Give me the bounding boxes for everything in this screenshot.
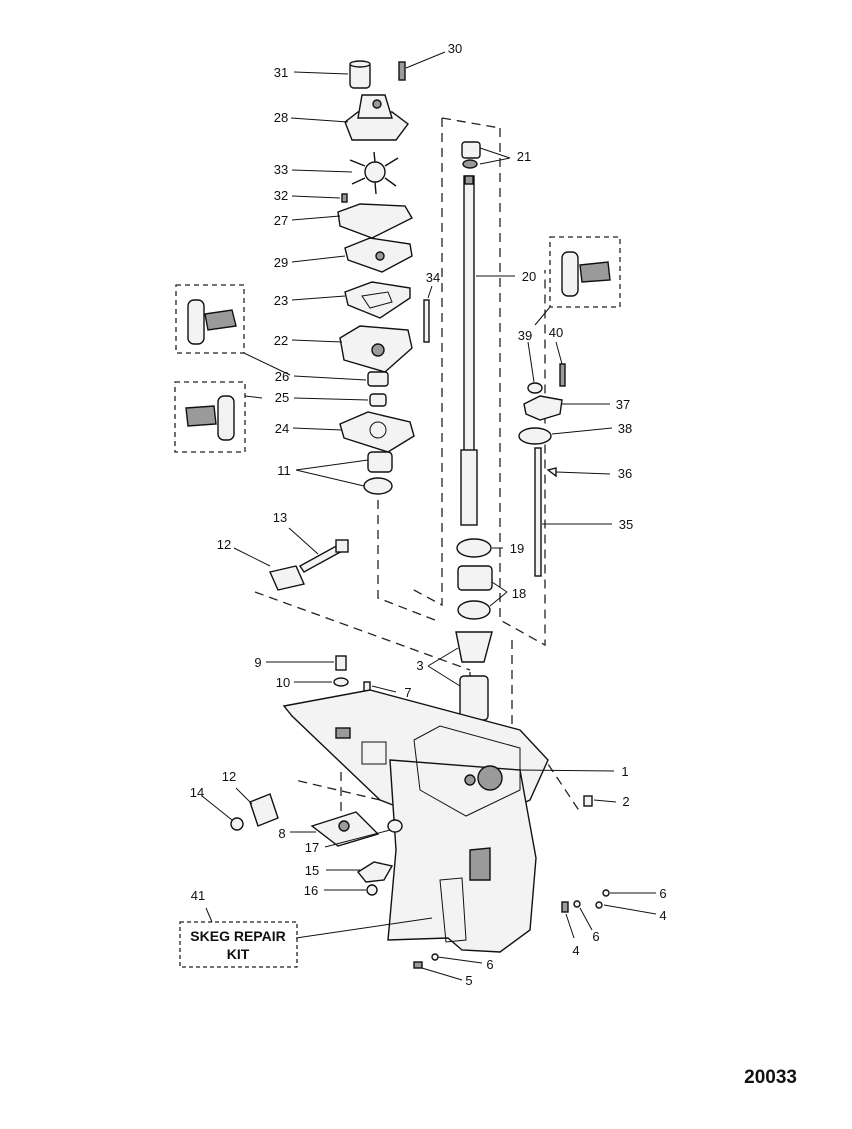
callout-1: 1: [621, 764, 628, 779]
part-12-anode-bottom: [249, 793, 279, 827]
figure-number: 20033: [744, 1067, 797, 1088]
part-32-key: [341, 193, 348, 203]
alignment-lines: [254, 117, 581, 822]
callout-8: 8: [278, 826, 285, 841]
part-36-clip: [546, 467, 557, 478]
callout-12-top: 12: [217, 537, 231, 552]
part-11-bearings: [363, 451, 393, 495]
part-22-base: [339, 325, 413, 373]
part-2-screw: [583, 795, 593, 807]
part-18-bearing: [457, 565, 493, 620]
callout-32: 32: [274, 188, 288, 203]
callout-29: 29: [274, 255, 288, 270]
gear-housing: [282, 689, 549, 953]
part-13-bolt: [298, 539, 349, 573]
skeg-repair-kit-box: SKEG REPAIR KIT: [179, 921, 298, 968]
part-9-screw: [335, 655, 347, 671]
small-fasteners: [413, 889, 610, 969]
callout-11: 11: [277, 463, 291, 478]
callout-12-bottom: 12: [222, 769, 236, 784]
part-15-cap: [356, 861, 394, 883]
callout-14: 14: [190, 785, 204, 800]
callout-30: 30: [448, 41, 462, 56]
part-34-screw: [423, 299, 430, 343]
callout-labels: 31 30 28 21 33 32 27 29 20 23 34 22 39 4…: [190, 41, 667, 988]
callout-37: 37: [616, 397, 630, 412]
callout-23: 23: [274, 293, 288, 308]
callout-38: 38: [618, 421, 632, 436]
callout-39: 39: [518, 328, 532, 343]
callout-22: 22: [274, 333, 288, 348]
callout-6-c: 6: [486, 957, 493, 972]
part-26-seal: [367, 371, 389, 387]
part-17-plug: [387, 819, 403, 833]
part-30-screw: [398, 61, 406, 81]
part-29-plate: [344, 237, 413, 273]
part-35-shift-shaft: [534, 447, 542, 577]
part-38-o-ring: [518, 427, 552, 445]
callout-26: 26: [275, 369, 289, 384]
callout-17: 17: [305, 840, 319, 855]
callout-33: 33: [274, 162, 288, 177]
part-37-bracket: [523, 395, 563, 421]
inset-box-right: [549, 236, 621, 308]
callout-10: 10: [276, 675, 290, 690]
callout-24: 24: [275, 421, 289, 436]
callout-27: 27: [274, 213, 288, 228]
callout-5: 5: [465, 973, 472, 988]
part-19-ring: [456, 538, 492, 558]
kit-box-line1: SKEG REPAIR: [190, 928, 285, 944]
callout-6-a: 6: [659, 886, 666, 901]
part-10-washer: [333, 677, 349, 687]
part-25-seal: [369, 393, 387, 407]
callout-16: 16: [304, 883, 318, 898]
callout-21: 21: [517, 149, 531, 164]
callout-35: 35: [619, 517, 633, 532]
callout-9: 9: [254, 655, 261, 670]
part-16-washer: [366, 884, 378, 896]
callout-6-b: 6: [592, 929, 599, 944]
callout-41: 41: [191, 888, 205, 903]
leader-lines: [201, 51, 657, 981]
callout-40: 40: [549, 325, 563, 340]
callout-2: 2: [622, 794, 629, 809]
inset-leader-25: [244, 395, 263, 399]
callout-18: 18: [512, 586, 526, 601]
callout-31: 31: [274, 65, 288, 80]
callout-36: 36: [618, 466, 632, 481]
part-39-bushing: [527, 382, 543, 394]
callout-4-a: 4: [659, 908, 666, 923]
callout-25: 25: [275, 390, 289, 405]
part-14-nut: [230, 817, 244, 831]
callout-20: 20: [522, 269, 536, 284]
inset-leader-39: [534, 306, 551, 326]
inset-box-left-bottom: [174, 381, 246, 453]
inset-leader-26: [243, 352, 291, 376]
callout-3: 3: [416, 658, 423, 673]
part-24-gasket: [339, 411, 415, 453]
part-28-pump-housing: [344, 94, 409, 141]
kit-box-line2: KIT: [227, 946, 250, 962]
callout-4-b: 4: [572, 943, 579, 958]
part-31-tube: [349, 60, 371, 89]
part-12-anode-top: [269, 565, 305, 591]
part-27-gasket: [337, 203, 413, 239]
part-33-impeller: [349, 151, 399, 195]
callout-15: 15: [305, 863, 319, 878]
callout-34: 34: [426, 270, 440, 285]
part-20-drive-shaft: [460, 175, 478, 526]
part-21-bushing: [461, 141, 481, 169]
callout-13: 13: [273, 510, 287, 525]
part-3-sleeve: [455, 631, 493, 721]
callout-7: 7: [404, 685, 411, 700]
part-8-trim-tab: [310, 811, 380, 847]
inset-box-left-top: [175, 284, 245, 354]
part-40-screw: [559, 363, 566, 387]
callout-19: 19: [510, 541, 524, 556]
callout-28: 28: [274, 110, 288, 125]
part-23-gasket: [344, 281, 411, 319]
